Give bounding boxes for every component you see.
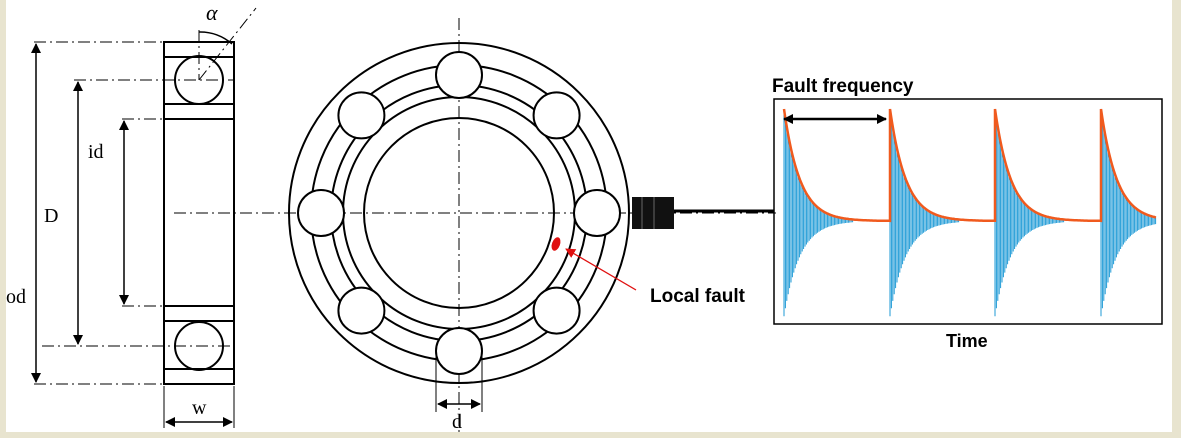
alpha-angle-arc [198, 31, 233, 45]
d-dimension [435, 350, 483, 412]
fault-frequency-label: Fault frequency [772, 76, 914, 97]
time-axis-label: Time [946, 331, 988, 351]
dimension-arrows [31, 31, 235, 428]
rolling-element-ball [337, 91, 386, 140]
w-label: w [192, 397, 207, 419]
rolling-element-ball [435, 327, 483, 375]
rolling-element-ball [573, 189, 621, 237]
alpha-label: α [206, 0, 218, 25]
od-label: od [6, 286, 26, 308]
sensor-icon [632, 197, 674, 229]
D-label: D [44, 205, 58, 227]
signal-envelope [782, 108, 1157, 223]
rolling-element-ball [532, 286, 581, 335]
rolling-element-ball [435, 51, 483, 99]
vibration-signal [782, 108, 1157, 317]
signal-plot-frame [773, 98, 1163, 325]
id-label: id [88, 141, 104, 163]
rolling-elements [297, 51, 621, 375]
local-fault-marker [551, 237, 561, 251]
local-fault-label: Local fault [650, 286, 746, 307]
d-label: d [452, 411, 462, 432]
rolling-element-ball [532, 91, 581, 140]
rolling-element-ball [337, 286, 386, 335]
rolling-element-ball [297, 189, 345, 237]
local-fault-pointer [565, 248, 637, 291]
bearing-fault-diagram: α id D od w d Local fault Fault frequenc… [6, 0, 1172, 432]
outer-ring-outer-edge [288, 42, 630, 384]
bore-edge [363, 117, 555, 309]
vibration-waveform [783, 109, 1157, 317]
